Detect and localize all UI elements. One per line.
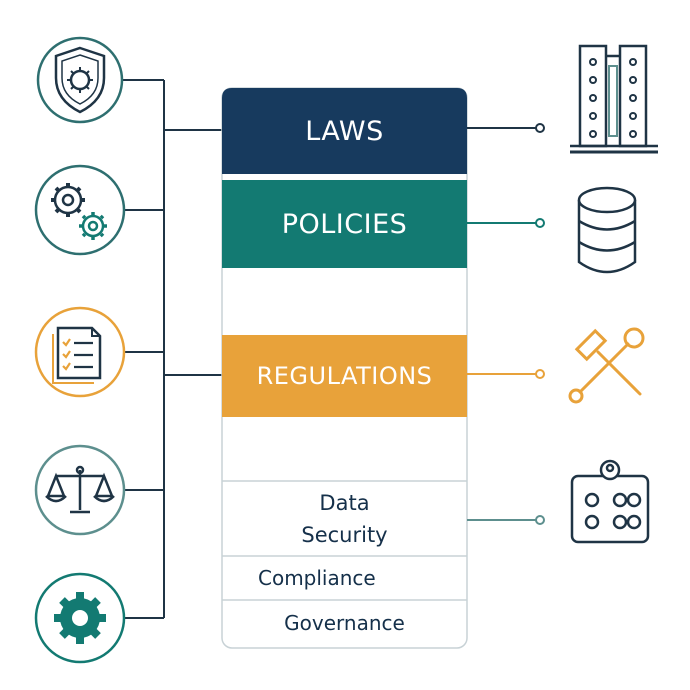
balance-scale-icon: [34, 444, 126, 536]
central-column: [221, 87, 468, 649]
office-building-icon: [570, 44, 658, 154]
left-connectors: [122, 79, 222, 619]
checklist-document-icon: [34, 306, 126, 398]
policies-label: POLICIES: [281, 208, 408, 240]
data-security-line1: Data: [319, 491, 370, 515]
policies-band: [222, 180, 467, 268]
cog-icon: [34, 572, 126, 664]
regulations-label: REGULATIONS: [256, 362, 433, 390]
gears-icon: [34, 164, 126, 256]
governance-label: Governance: [284, 611, 405, 635]
data-security-line2: Security: [301, 523, 388, 547]
security-panel-icon: [570, 459, 650, 544]
laws-label: LAWS: [305, 115, 384, 147]
laws-band: [222, 88, 467, 174]
hammer-wrench-icon: [568, 327, 645, 404]
regulations-band: [222, 335, 467, 417]
compliance-label: Compliance: [258, 566, 376, 590]
data-security-label: Data Security: [222, 483, 467, 555]
database-icon: [577, 186, 637, 274]
shield-virus-icon: [36, 36, 124, 124]
right-connectors: [467, 123, 545, 525]
